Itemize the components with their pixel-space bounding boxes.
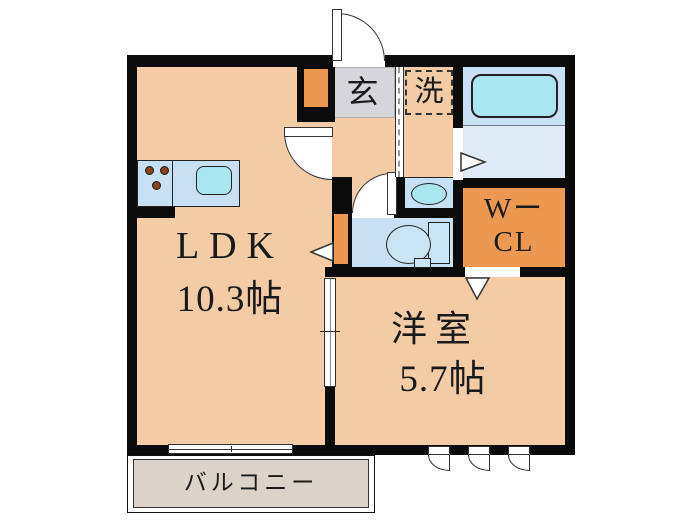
balcony-label: バルコニー	[183, 470, 319, 495]
small-window-icon	[428, 446, 450, 455]
toilet-door-opening	[352, 208, 394, 218]
ldk-door-leaf-icon	[284, 127, 333, 137]
small-window-arc-icon	[428, 455, 450, 471]
room-walkin-closet	[463, 188, 565, 267]
small-window-arc-icon	[508, 455, 530, 471]
laundry-label: 洗	[414, 76, 444, 108]
washroom-sliding-door-icon	[395, 67, 404, 177]
stove-burner-icon	[152, 181, 161, 190]
toilet-flush-icon	[414, 258, 431, 268]
balcony-window-icon	[168, 444, 293, 454]
wall-segment	[137, 207, 175, 218]
wall-segment	[453, 188, 463, 267]
small-window-icon	[468, 446, 490, 455]
stove-burner-icon	[160, 166, 169, 175]
small-window-arc-icon	[468, 455, 490, 471]
wall-segment	[325, 267, 575, 277]
ldk-label: LDK	[175, 225, 285, 267]
stove-burner-icon	[145, 166, 154, 175]
small-window-icon	[508, 446, 530, 455]
toilet-tank-icon	[428, 222, 450, 264]
sliding-door-tick	[320, 331, 340, 332]
toilet-icon	[386, 225, 431, 264]
wall-segment	[453, 178, 575, 188]
wall-accent	[334, 214, 348, 264]
laundry-machine-box	[405, 70, 453, 115]
western-room-sliding-door-icon	[324, 278, 336, 387]
wall-accent	[304, 69, 328, 107]
entrance-label: 玄	[346, 74, 379, 110]
entrance-door-leaf-icon	[332, 9, 342, 61]
closet-label: Wー CL	[463, 193, 565, 260]
toilet-door-leaf-icon	[387, 172, 397, 215]
room-bathroom-floor	[463, 125, 565, 180]
closet-label-line2: CL	[493, 226, 535, 259]
western-room-size-label: 5.7帖	[399, 359, 487, 400]
room-balcony	[133, 459, 369, 508]
wall-segment	[453, 67, 463, 180]
kitchen-sink-icon	[196, 166, 232, 195]
ldk-size-label: 10.3帖	[176, 279, 284, 320]
wall-segment	[325, 387, 335, 445]
closet-door-opening	[465, 267, 520, 277]
closet-label-line1: Wー	[483, 193, 545, 225]
western-room-label: 洋室	[390, 309, 479, 349]
bathtub-icon	[471, 74, 558, 118]
entrance-door-arc-icon	[337, 13, 385, 61]
bathroom-door-opening	[453, 128, 463, 180]
kitchen-counter-divider	[172, 160, 173, 207]
washbasin-icon	[411, 183, 447, 205]
